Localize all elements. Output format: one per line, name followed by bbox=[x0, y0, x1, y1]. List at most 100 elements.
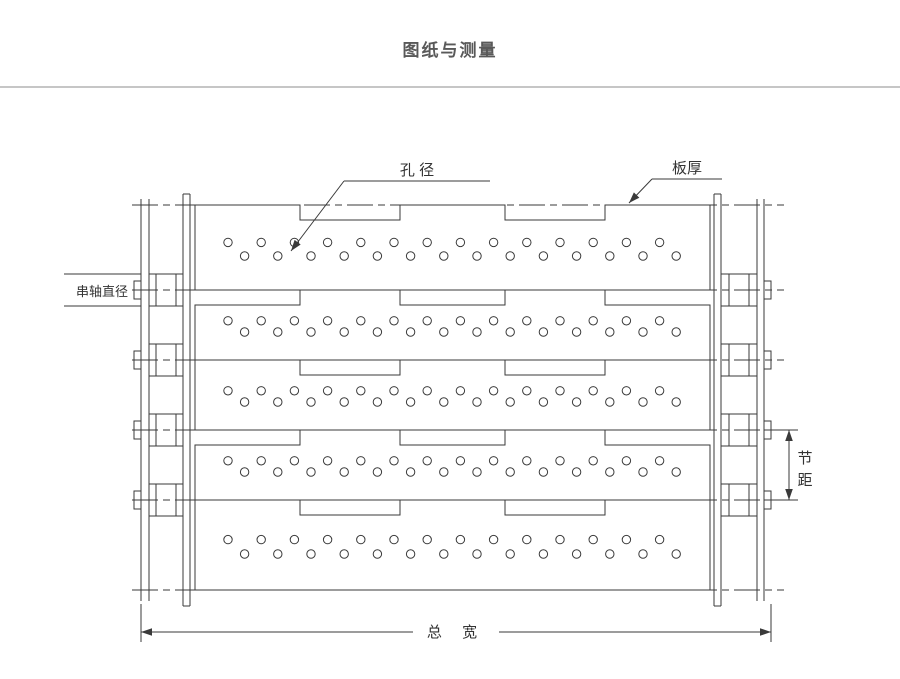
perforation-hole bbox=[555, 316, 565, 326]
perforation-hole bbox=[605, 251, 615, 261]
perforation-hole bbox=[389, 316, 399, 326]
perforation-hole bbox=[654, 534, 665, 545]
pitch-arrow-down-icon bbox=[785, 489, 793, 500]
perforation-hole bbox=[588, 534, 598, 545]
perforation-hole bbox=[555, 534, 565, 545]
plate-thickness-arrow-icon bbox=[629, 192, 640, 203]
perforation-hole bbox=[571, 549, 582, 559]
perforation-hole bbox=[322, 386, 333, 396]
perforation-hole bbox=[472, 397, 482, 407]
perforation-hole bbox=[638, 467, 648, 477]
perforation-hole bbox=[671, 549, 681, 559]
perforation-hole bbox=[654, 456, 665, 466]
perforation-hole bbox=[455, 316, 466, 326]
perforation-hole bbox=[621, 316, 632, 326]
perforation-hole bbox=[455, 237, 466, 248]
plate-row-outline bbox=[194, 204, 711, 291]
perforation-hole bbox=[488, 237, 499, 248]
perforation-hole bbox=[505, 467, 515, 477]
axle-end bbox=[763, 350, 772, 370]
perforation-hole bbox=[356, 237, 366, 248]
perforation-hole bbox=[356, 534, 366, 545]
perforation-hole bbox=[273, 397, 283, 407]
perforation-hole bbox=[256, 316, 266, 326]
perforation-hole bbox=[339, 467, 349, 477]
perforation-hole bbox=[405, 549, 416, 559]
perforation-hole bbox=[422, 316, 432, 326]
perforation-hole bbox=[256, 534, 266, 545]
perforation-hole bbox=[605, 549, 615, 559]
perforation-hole bbox=[339, 397, 349, 407]
perforation-hole bbox=[538, 327, 549, 337]
perforation-hole bbox=[422, 386, 432, 396]
plate-row bbox=[194, 429, 711, 501]
perforation-hole bbox=[571, 251, 582, 261]
perforation-hole bbox=[505, 251, 515, 261]
perforation-hole bbox=[605, 397, 615, 407]
roller-box bbox=[720, 343, 758, 377]
perforation-hole bbox=[605, 327, 615, 337]
perforation-hole bbox=[455, 386, 466, 396]
plate-thickness-label: 板厚 bbox=[672, 159, 702, 177]
perforation-hole bbox=[372, 549, 383, 559]
perforation-hole bbox=[488, 316, 499, 326]
perforation-hole bbox=[638, 251, 648, 261]
perforation-hole bbox=[621, 456, 632, 466]
perforation-hole bbox=[289, 456, 300, 466]
perforation-hole bbox=[621, 386, 632, 396]
perforation-hole bbox=[372, 251, 383, 261]
annotations-group: 孔 径 板厚 串轴直径 节距 总 宽 bbox=[64, 159, 813, 642]
total-width-label: 总 宽 bbox=[427, 624, 485, 641]
plate-row bbox=[194, 204, 711, 291]
perforation-hole bbox=[289, 316, 300, 326]
perforation-hole bbox=[621, 237, 632, 248]
perforation-hole bbox=[538, 397, 549, 407]
left-chain-group bbox=[133, 193, 191, 607]
perforation-hole bbox=[372, 397, 383, 407]
plate-row-outline bbox=[194, 429, 711, 501]
perforation-hole bbox=[455, 456, 466, 466]
perforation-hole bbox=[538, 549, 549, 559]
perforation-hole bbox=[389, 386, 399, 396]
perforation-hole bbox=[522, 534, 532, 545]
plate-row-outline bbox=[194, 289, 711, 361]
perforation-hole bbox=[671, 251, 681, 261]
plate-row bbox=[194, 289, 711, 361]
roller-box bbox=[720, 413, 758, 447]
perforation-hole bbox=[571, 327, 582, 337]
perforation-hole bbox=[389, 237, 399, 248]
perforation-hole bbox=[223, 534, 233, 545]
perforation-hole bbox=[571, 467, 582, 477]
centerlines-group bbox=[132, 204, 784, 591]
perforation-hole bbox=[306, 467, 316, 477]
perforation-hole bbox=[322, 534, 333, 545]
perforation-hole bbox=[389, 534, 399, 545]
perforation-hole bbox=[223, 237, 233, 248]
hole-diameter-label: 孔 径 bbox=[400, 162, 434, 179]
perforation-hole bbox=[472, 549, 482, 559]
perforation-hole bbox=[605, 467, 615, 477]
perforation-hole bbox=[654, 316, 665, 326]
perforation-hole bbox=[223, 386, 233, 396]
perforation-hole bbox=[239, 467, 250, 477]
perforation-hole bbox=[638, 397, 648, 407]
perforation-hole bbox=[339, 549, 349, 559]
perforation-hole bbox=[439, 251, 449, 261]
perforation-hole bbox=[571, 397, 582, 407]
perforation-hole bbox=[289, 534, 300, 545]
perforation-hole bbox=[322, 316, 333, 326]
perforation-hole bbox=[472, 251, 482, 261]
perforation-hole bbox=[306, 549, 316, 559]
perforation-hole bbox=[588, 237, 598, 248]
perforation-hole bbox=[555, 237, 565, 248]
perforation-hole bbox=[588, 386, 598, 396]
axle-end bbox=[133, 420, 142, 440]
page-title: 图纸与测量 bbox=[402, 41, 498, 60]
perforation-hole bbox=[273, 251, 283, 261]
perforation-hole bbox=[522, 456, 532, 466]
perforation-hole bbox=[621, 534, 632, 545]
roller-box bbox=[148, 273, 184, 307]
perforation-hole bbox=[405, 397, 416, 407]
